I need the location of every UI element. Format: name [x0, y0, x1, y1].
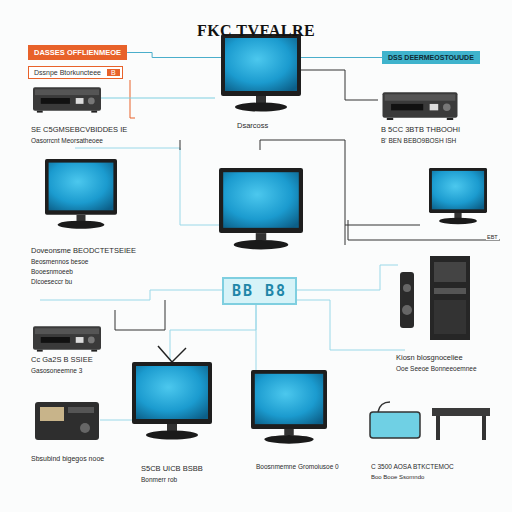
node-text: Dssnpe Btorkuncteee — [34, 69, 101, 76]
caption-label: Booesnmoeeb — [30, 268, 74, 275]
orange-banner: DASSES OFFLIENMEOE — [28, 45, 127, 60]
caption-label: Doveonsme BEODCTETSEIEE — [30, 247, 137, 256]
caption-label: Boo Booe Ssomndo — [370, 474, 425, 481]
caption-label: Kiosn blosgnoceliee — [395, 354, 464, 363]
node-text: DSS DEERMEOSTOUUDE — [388, 54, 474, 61]
caption-label: Sbsubind bigegos nooe — [30, 455, 105, 463]
caption-label: Beosmennos besoe — [30, 258, 89, 265]
caption-label: Ooe Seeoe Bonneeoemnee — [395, 365, 478, 372]
caption-label: Dlcoeseccr bu — [30, 278, 73, 285]
display-panel: BB B8 — [222, 277, 297, 305]
caption-label: Bonmerr rob — [140, 476, 178, 483]
tablet-and-stand — [370, 402, 490, 440]
antenna — [158, 346, 186, 362]
wires — [40, 70, 500, 420]
caption-label: Gasosoneemne 3 — [30, 367, 83, 374]
caption-label: Boosnmemne Gromoiusoe 0 — [255, 463, 340, 470]
diagram-title: FKC TVFALRE — [0, 22, 512, 40]
caption-label: Dsarcoss — [236, 122, 269, 131]
caption-label: EBT — [486, 234, 499, 240]
caption-label: Cc Ga2S B SSIEE — [30, 356, 94, 365]
node-text: DASSES OFFLIENMEOE — [34, 48, 121, 57]
caption-label: SE C5GMSEBCVBIDDES IE — [30, 126, 128, 135]
speaker-tower — [400, 256, 470, 340]
monitor-icons — [45, 34, 487, 444]
caption-label: B 5CC 3BTB THBOOHI — [380, 126, 461, 135]
node-text: BB B8 — [232, 282, 287, 300]
caption-label: B' BEN BEBO9BOSH ISH — [380, 137, 457, 144]
teal-banner: DSS DEERMEOSTOUUDE — [382, 51, 480, 64]
caption-label: Oasorrcnt Meorsatheoee — [30, 137, 104, 144]
outlined-banner: Dssnpe Btorkuncteee B — [28, 66, 123, 79]
tag-text: B — [107, 69, 120, 76]
caption-label: S5CB UICB BSBB — [140, 465, 204, 474]
caption-label: C 3500 AOSA BTKCTEMOC — [370, 463, 455, 470]
